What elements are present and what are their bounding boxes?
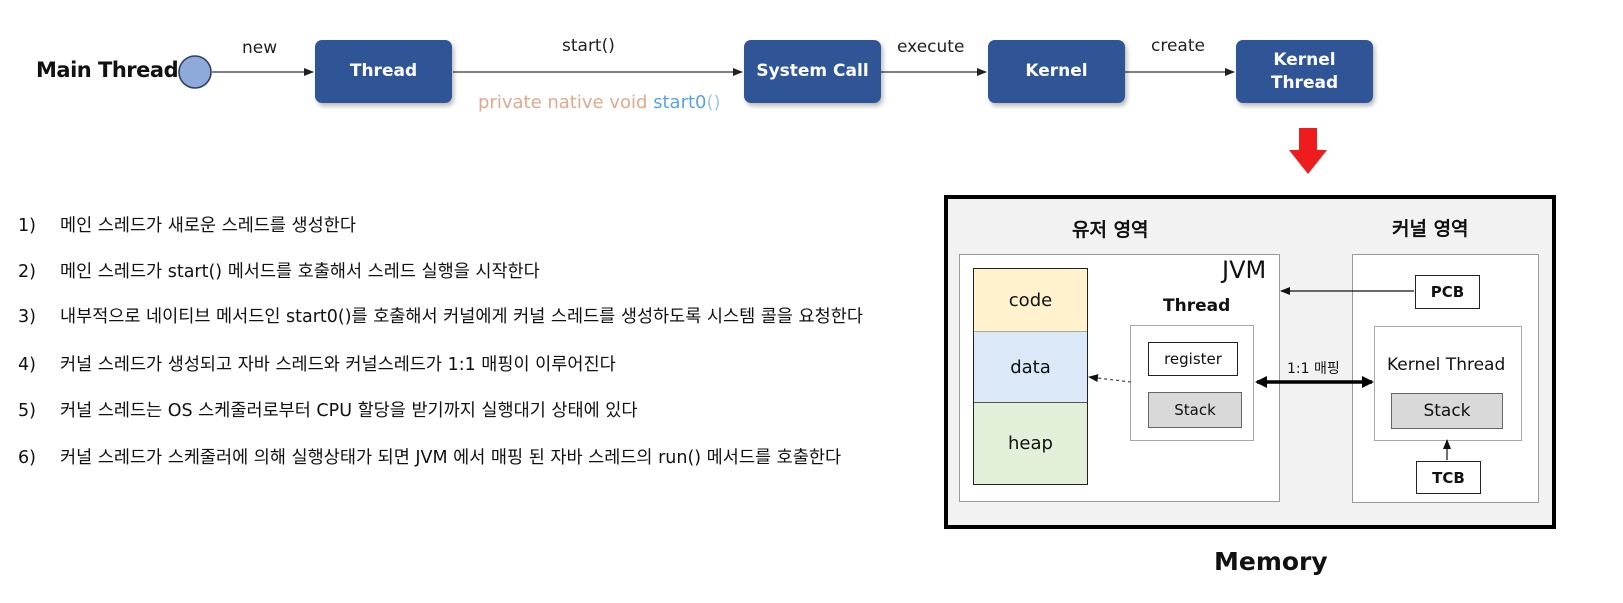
kernel-thread-node: Kernel Thread	[1236, 40, 1373, 103]
code-segment: code	[974, 269, 1087, 332]
pcb-box: PCB	[1415, 275, 1480, 309]
native-method-signature: private native void start0()	[478, 92, 721, 113]
step-number: 1)	[18, 216, 36, 236]
user-stack-box: Stack	[1148, 392, 1242, 428]
kernel-node: Kernel	[988, 40, 1125, 103]
step-text: 내부적으로 네이티브 메서드인 start0()를 호출해서 커널에게 커널 스…	[60, 307, 863, 327]
kernel-thread-label: Kernel Thread	[1387, 355, 1506, 375]
tcb-label: TCB	[1432, 468, 1465, 487]
native-parens: ()	[706, 92, 721, 113]
memory-caption: Memory	[1214, 547, 1328, 576]
step-number: 4)	[18, 355, 36, 375]
data-segment-label: data	[1010, 356, 1051, 378]
step-number: 3)	[18, 307, 36, 327]
main-thread-dot	[178, 55, 212, 89]
step-text: 메인 스레드가 새로운 스레드를 생성한다	[60, 216, 356, 236]
kernel-thread-node-label-2: Thread	[1270, 72, 1339, 93]
step-number: 2)	[18, 262, 36, 282]
data-segment: data	[974, 332, 1087, 403]
heap-segment: heap	[974, 403, 1087, 484]
native-prefix: private native void	[478, 92, 654, 113]
mapping-label: 1:1 매핑	[1287, 361, 1340, 377]
step-text: 커널 스레드는 OS 스케줄러로부터 CPU 할당을 받기까지 실행대기 상태에…	[60, 401, 638, 421]
jvm-thread-label: Thread	[1163, 296, 1231, 316]
edge-label-execute: execute	[897, 37, 965, 57]
kernel-stack-label: Stack	[1423, 401, 1471, 421]
flow-connectors	[178, 55, 1327, 174]
list-item: 5) 커널 스레드는 OS 스케줄러로부터 CPU 할당을 받기까지 실행대기 상…	[18, 397, 637, 422]
down-arrow-icon	[1289, 128, 1327, 174]
step-text: 메인 스레드가 start() 메서드를 호출해서 스레드 실행을 시작한다	[60, 262, 540, 282]
kernel-thread-node-label-1: Kernel	[1273, 49, 1336, 70]
system-call-node-label: System Call	[756, 61, 869, 82]
list-item: 2) 메인 스레드가 start() 메서드를 호출해서 스레드 실행을 시작한다	[18, 258, 540, 283]
kernel-area-title: 커널 영역	[1392, 218, 1469, 240]
step-text: 커널 스레드가 스케줄러에 의해 실행상태가 되면 JVM 에서 매핑 된 자바…	[60, 448, 842, 468]
edge-label-new: new	[242, 38, 278, 58]
kernel-stack-box: Stack	[1391, 393, 1503, 429]
main-thread-label: Main Thread	[36, 58, 179, 82]
jvm-label: JVM	[1222, 256, 1267, 284]
tcb-box: TCB	[1416, 461, 1481, 494]
register-label: register	[1164, 350, 1222, 368]
list-item: 4) 커널 스레드가 생성되고 자바 스레드와 커널스레드가 1:1 매핑이 이루…	[18, 351, 616, 376]
step-number: 5)	[18, 401, 36, 421]
step-number: 6)	[18, 448, 36, 468]
thread-node-label: Thread	[349, 61, 418, 82]
user-area-title: 유저 영역	[1072, 219, 1149, 241]
pcb-label: PCB	[1430, 283, 1465, 301]
list-item: 6) 커널 스레드가 스케줄러에 의해 실행상태가 되면 JVM 에서 매핑 된 …	[18, 444, 841, 469]
list-item: 1) 메인 스레드가 새로운 스레드를 생성한다	[18, 212, 356, 237]
kernel-node-label: Kernel	[1025, 61, 1088, 82]
code-segment-label: code	[1008, 289, 1053, 311]
memory-segments: code data heap	[973, 268, 1088, 485]
thread-node: Thread	[315, 40, 452, 103]
system-call-node: System Call	[744, 40, 881, 103]
user-stack-label: Stack	[1174, 401, 1216, 419]
register-box: register	[1148, 342, 1238, 376]
edge-label-create: create	[1151, 36, 1205, 56]
stack-to-data-arrow	[1088, 374, 1132, 383]
list-item: 3) 내부적으로 네이티브 메서드인 start0()를 호출해서 커널에게 커널…	[18, 303, 863, 328]
heap-segment-label: heap	[1008, 433, 1053, 454]
step-text: 커널 스레드가 생성되고 자바 스레드와 커널스레드가 1:1 매핑이 이루어진…	[60, 355, 616, 375]
native-method-name: start0	[653, 92, 707, 113]
edge-label-start: start()	[562, 36, 615, 56]
